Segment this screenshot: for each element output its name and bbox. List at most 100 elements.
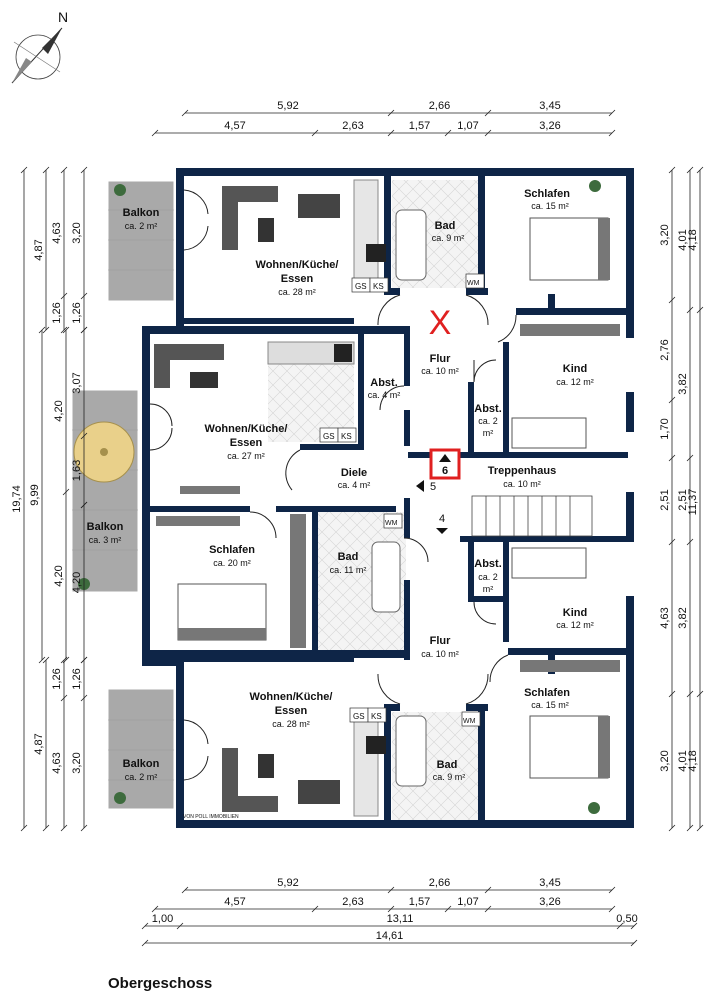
- dim-right-1-tick: [668, 824, 676, 832]
- dimension-lines: [20, 109, 704, 947]
- markers: X 6 5 4: [416, 304, 461, 534]
- wm-label: WM: [385, 520, 398, 527]
- arrow-down-icon: [436, 528, 448, 534]
- room-name-schlafen-top: Schlafen: [524, 188, 570, 200]
- compass-icon: N: [11, 9, 68, 84]
- dim-right-2-tick: [686, 538, 694, 546]
- balcony-top: [107, 180, 175, 302]
- dim-left-c2b-label: 4,63: [51, 752, 63, 773]
- room-area-abst-bot: ca. 2: [478, 572, 498, 582]
- balcony-mid: [71, 389, 139, 593]
- dim-bottom-2-label: 1,57: [409, 896, 430, 908]
- gs-label: GS: [355, 282, 367, 291]
- dim-left-c3m-label: 1,63: [71, 460, 83, 481]
- dim-top-2-tick: [608, 129, 616, 137]
- dim-bottom-total-label: 14,61: [376, 930, 404, 942]
- dim-left-c3a-tick: [80, 292, 88, 300]
- room-name-flur-bot: Flur: [430, 635, 451, 647]
- dim-top-2-tick: [484, 129, 492, 137]
- dim-left-c2b-label: 1,26: [51, 668, 63, 689]
- room-name-balkon-bot: Balkon: [123, 758, 160, 770]
- dim-left-sub-label: 9,99: [29, 484, 41, 505]
- dim-right-1-label: 2,51: [659, 489, 671, 510]
- viewpoint-number: 6: [442, 465, 448, 477]
- dim-bottom-1-tick: [181, 886, 189, 894]
- step5-label: 5: [430, 481, 436, 493]
- logo: VON POLL IMMOBILIEN: [176, 804, 239, 826]
- dim-bottom-3-tick: [141, 922, 149, 930]
- dim-bottom-2-tick: [151, 905, 159, 913]
- dim-right-1-tick: [668, 690, 676, 698]
- logo-text: VON POLL IMMOBILIEN: [183, 814, 239, 820]
- room-area-balkon-bot: ca. 2 m²: [125, 772, 158, 782]
- dim-bottom-2-tick: [608, 905, 616, 913]
- dim-bottom-2-tick: [484, 905, 492, 913]
- dim-bottom-2-tick: [311, 905, 319, 913]
- ks-label: KS: [373, 282, 384, 291]
- dim-bottom-2-tick: [444, 905, 452, 913]
- dim-left-c1m-tick: [62, 326, 70, 334]
- dim-left-c3m-tick: [80, 432, 88, 440]
- dim-top-2-tick: [444, 129, 452, 137]
- room-area-bad-top: ca. 9 m²: [432, 233, 465, 243]
- arrow-left-icon: [416, 480, 424, 492]
- dim-left-c1m-label: 4,20: [53, 565, 65, 586]
- room-area-schlafen-bot: ca. 15 m²: [531, 700, 569, 710]
- dim-left-c3b-label: 1,26: [71, 668, 83, 689]
- room-name-balkon-top: Balkon: [123, 207, 160, 219]
- north-label: N: [58, 9, 68, 25]
- dim-bottom-2-label: 2,63: [342, 896, 363, 908]
- appliance-labels: GS KS WM GS KS WM GS KS WM: [319, 273, 485, 727]
- dim-right-3-tick: [696, 306, 704, 314]
- dim-right-3-label: 11,37: [687, 489, 699, 516]
- dim-left-sub-tick: [38, 326, 46, 334]
- room-area-kind-top: ca. 12 m²: [556, 377, 594, 387]
- furniture: [73, 179, 620, 817]
- dim-left-c1b-tick: [42, 656, 50, 664]
- room-area-abst-top: ca. 2: [478, 416, 498, 426]
- step4-label: 4: [439, 513, 445, 525]
- room-area-diele: ca. 4 m²: [338, 480, 371, 490]
- dim-left-c2a-tick: [60, 326, 68, 334]
- dim-right-1-label: 4,63: [659, 607, 671, 628]
- dim-right-1-label: 3,20: [659, 224, 671, 245]
- dim-bottom-1-tick: [484, 886, 492, 894]
- dim-bottom-1-label: 2,66: [429, 877, 450, 889]
- dim-top-2-tick: [387, 129, 395, 137]
- dim-bottom-2-label: 4,57: [224, 896, 245, 908]
- dim-bottom-1-label: 3,45: [539, 877, 560, 889]
- page-title: Obergeschoss: [108, 975, 212, 992]
- dim-left-total-label: 19,74: [11, 485, 23, 513]
- room-name-schlafen-bot: Schlafen: [524, 687, 570, 699]
- ks-label: KS: [341, 432, 352, 441]
- room-area-flur-bot: ca. 10 m²: [421, 649, 459, 659]
- dim-top-1-tick: [387, 109, 395, 117]
- room-name-abst-top: Abst.: [474, 403, 502, 415]
- dim-left-c2b-tick: [60, 694, 68, 702]
- walls: [142, 168, 634, 828]
- dim-top-2-label: 3,26: [539, 120, 560, 132]
- dim-top-1-tick: [181, 109, 189, 117]
- dim-top-2-tick: [311, 129, 319, 137]
- dim-right-1-label: 2,76: [659, 339, 671, 360]
- dim-right-2-tick: [686, 166, 694, 174]
- x-marker: X: [429, 304, 452, 342]
- dim-left-c2a-label: 1,26: [51, 302, 63, 323]
- dim-bottom-3-tick: [630, 922, 638, 930]
- dim-top-1-tick: [608, 109, 616, 117]
- room-area-bad-bot: ca. 9 m²: [433, 772, 466, 782]
- dim-right-2-tick: [686, 306, 694, 314]
- dim-right-1-tick: [668, 166, 676, 174]
- dim-left-c2a-label: 4,63: [51, 222, 63, 243]
- dim-left-c3m-tick: [80, 326, 88, 334]
- dim-right-2-tick: [686, 824, 694, 832]
- dim-right-1-tick: [668, 296, 676, 304]
- dim-right-2-label: 3,82: [677, 607, 689, 628]
- room-labels: Balkon ca. 2 m² Wohnen/Küche/ Essen ca. …: [87, 188, 594, 782]
- dim-left-c1a-tick: [42, 166, 50, 174]
- room-area-wohnen-top: ca. 28 m²: [278, 287, 316, 297]
- balcony-bottom: [107, 688, 175, 810]
- gs-label: GS: [323, 432, 335, 441]
- room-name-kind-top: Kind: [563, 363, 587, 375]
